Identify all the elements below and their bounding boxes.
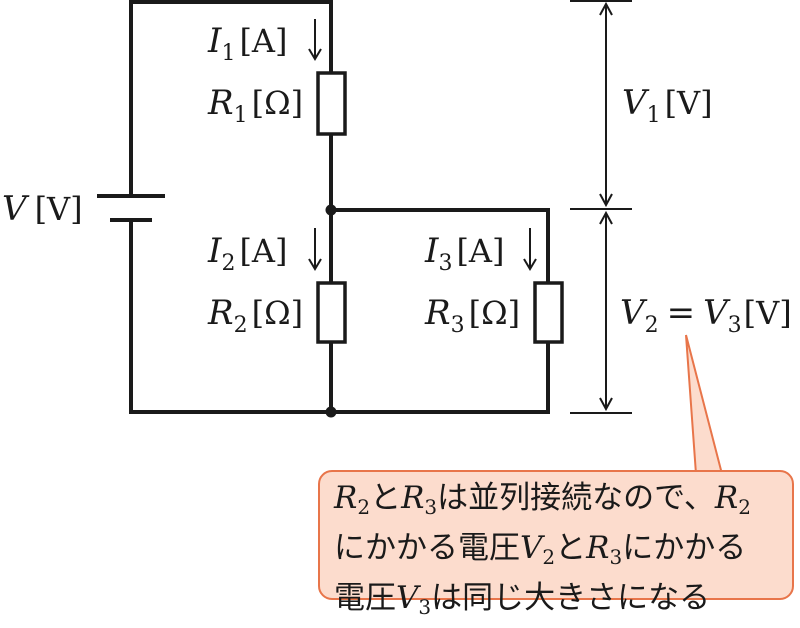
callout-pointer	[685, 334, 724, 475]
label-source-v: V[V]	[2, 189, 83, 229]
junction-dot-bottom	[325, 406, 337, 418]
junction-dot-top	[325, 204, 337, 216]
current-arrow-i3	[523, 228, 537, 271]
circuit-diagram: V[V] I1[A] R1[Ω] I2[A] R2[Ω] I3[A] R3[Ω]…	[2, 0, 794, 619]
label-v1: V1[V]	[622, 83, 713, 128]
wire-branch-top	[329, 208, 550, 285]
label-r1: R1[Ω]	[207, 83, 303, 128]
v1-dimension-arrow	[599, 1, 613, 208]
label-i2: I2[A]	[207, 231, 288, 276]
resistor-r3	[533, 281, 564, 344]
callout-line-1: R2とR3は並列接続なので、R2	[334, 480, 751, 519]
current-arrow-i2	[308, 228, 322, 271]
wire-top-left	[129, 0, 333, 75]
v23-dimension-arrow	[599, 210, 613, 412]
label-v2-v3: V2=V3[V]	[620, 293, 792, 338]
callout-line-2: にかかる電圧V2とR3にかかる	[334, 530, 747, 569]
label-i1: I1[A]	[207, 21, 288, 66]
resistor-r2	[316, 281, 347, 344]
label-i3: I3[A]	[424, 231, 505, 276]
resistor-r1	[316, 71, 347, 136]
label-r3: R3[Ω]	[424, 293, 520, 338]
explanation-callout: R2とR3は並列接続なので、R2 にかかる電圧V2とR3にかかる 電圧V3は同じ…	[318, 470, 794, 619]
current-arrow-i1	[308, 19, 322, 61]
circuit-svg: V[V] I1[A] R1[Ω] I2[A] R2[Ω] I3[A] R3[Ω]…	[2, 0, 792, 475]
callout-line-3: 電圧V3は同じ大きさになる	[334, 580, 711, 619]
wire-r3-to-bottom	[129, 218, 550, 414]
label-r2: R2[Ω]	[207, 293, 303, 338]
